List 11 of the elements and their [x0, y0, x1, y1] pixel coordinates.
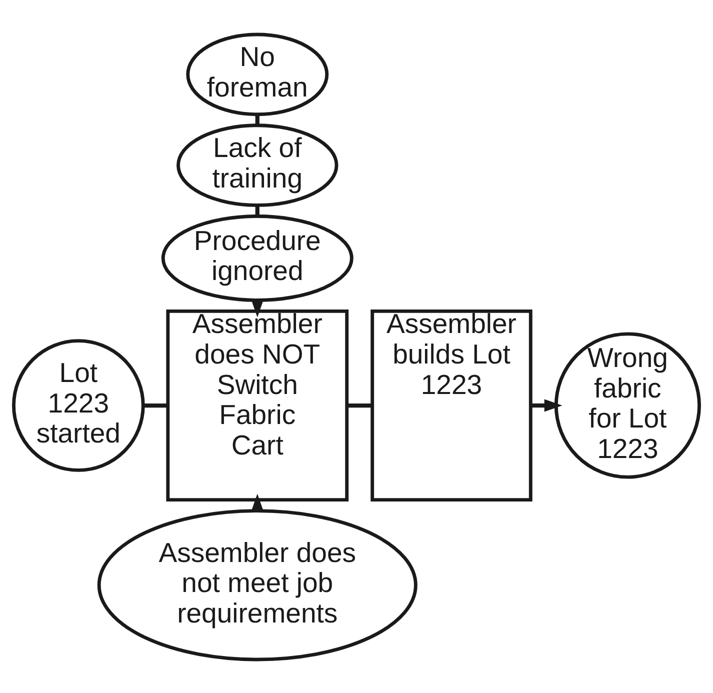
connector [143, 402, 168, 408]
connector [255, 204, 260, 216]
node-ellipse: Lack of training [176, 123, 338, 206]
node-ellipse: No foreman [186, 32, 329, 116]
connector [347, 402, 372, 408]
node-circle: Wrong fabric for Lot 1223 [554, 332, 701, 478]
node-box: Assembler does NOT Switch Fabric Cart [166, 308, 349, 502]
connector [255, 114, 260, 125]
node-circle: Lot 1223 started [12, 338, 145, 472]
node-box: Assembler builds Lot 1223 [370, 308, 532, 502]
arrow [530, 398, 562, 412]
